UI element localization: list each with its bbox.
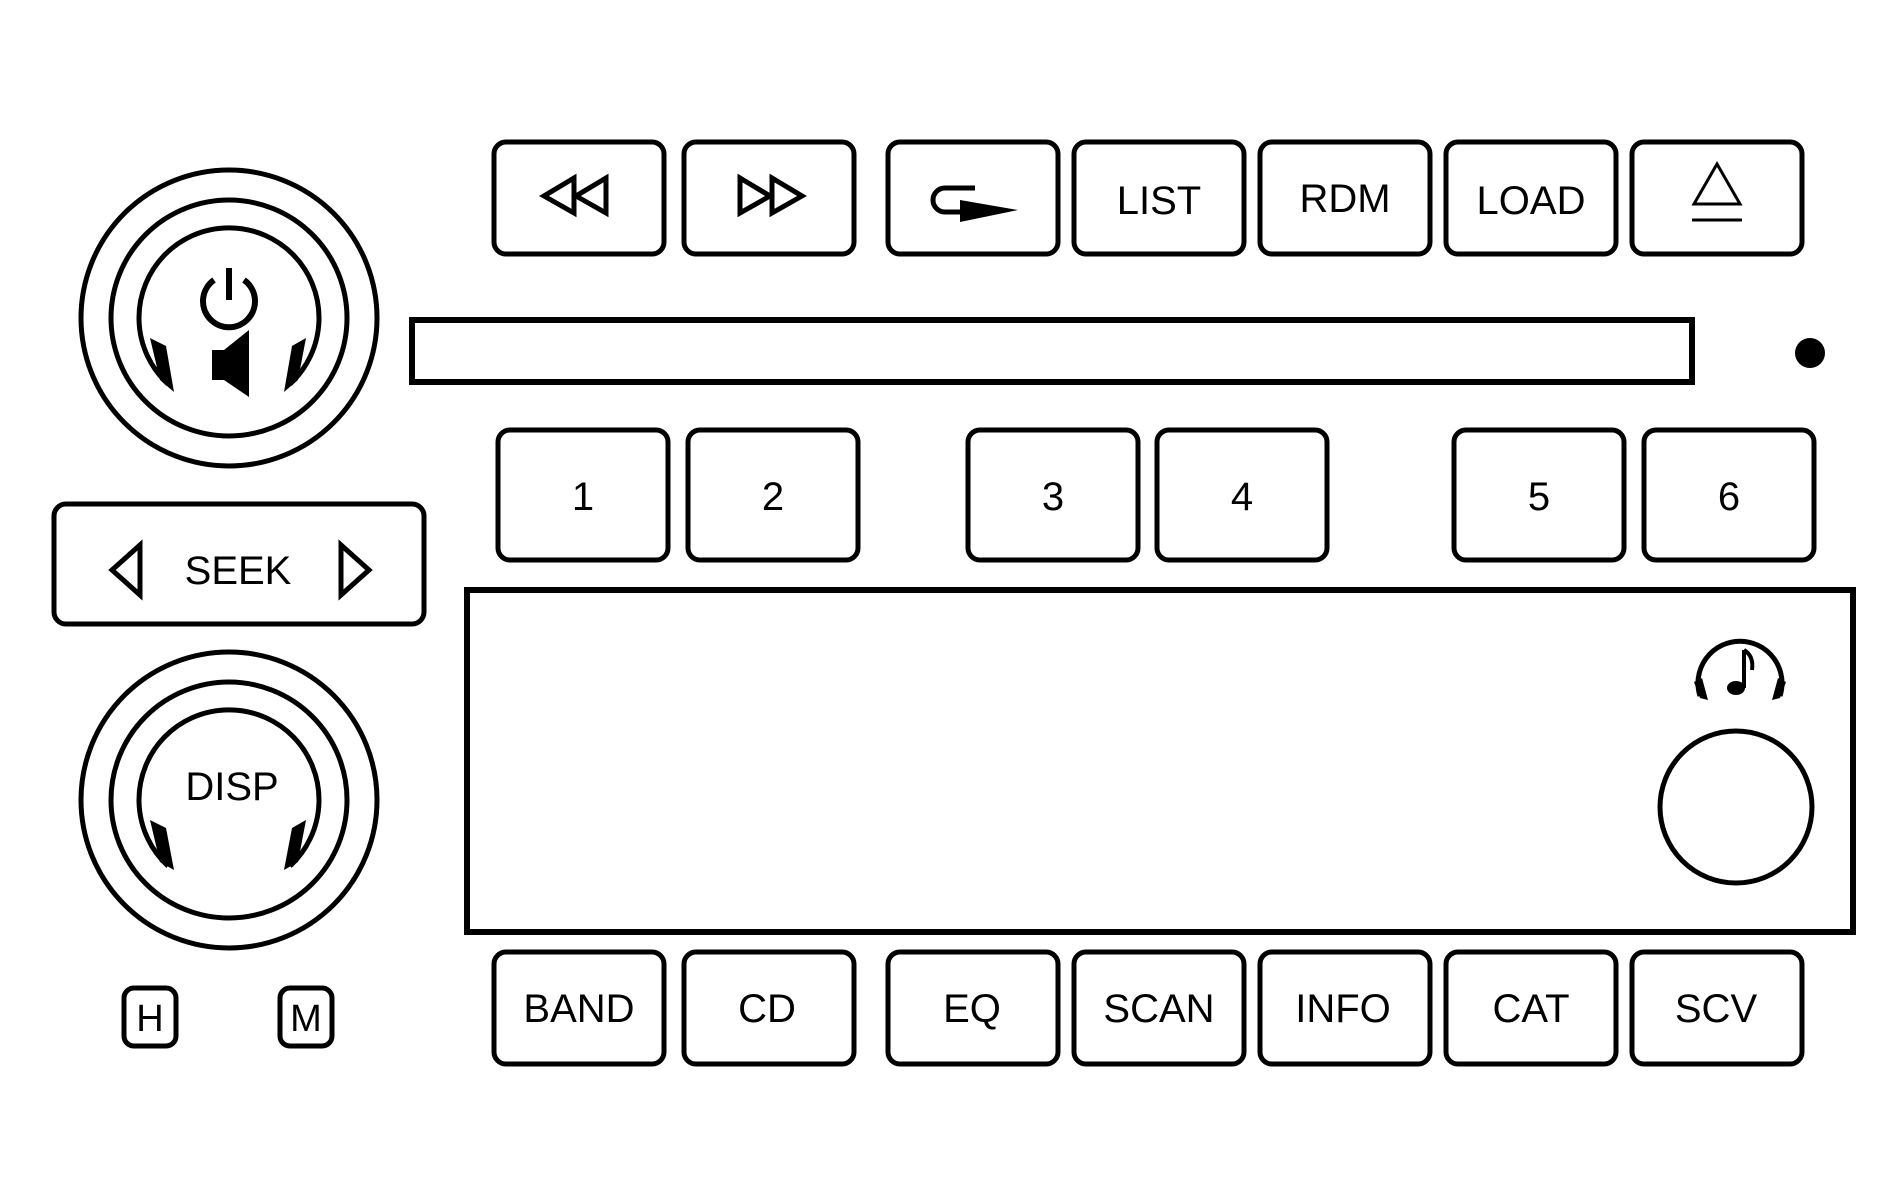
- info-button[interactable]: INFO: [1257, 949, 1433, 1067]
- svg-text:H: H: [136, 998, 163, 1040]
- preset-button-3[interactable]: 3: [965, 427, 1141, 563]
- cat-button[interactable]: CAT: [1443, 949, 1619, 1067]
- svg-text:LOAD: LOAD: [1477, 179, 1586, 223]
- rewind-button[interactable]: [491, 139, 667, 257]
- eject-icon: [1691, 160, 1743, 222]
- h-indicator: H: [121, 985, 179, 1049]
- disp-label: DISP: [185, 765, 278, 809]
- disp-left-arrow-icon: [150, 820, 174, 870]
- seek-back-icon: [108, 539, 143, 601]
- svg-text:SCAN: SCAN: [1103, 987, 1214, 1031]
- svg-text:INFO: INFO: [1295, 987, 1391, 1031]
- repeat-play-button[interactable]: [885, 139, 1061, 257]
- eq-button[interactable]: EQ: [885, 949, 1061, 1067]
- preset-button-1[interactable]: 1: [495, 427, 671, 563]
- svg-text:CD: CD: [738, 987, 796, 1031]
- svg-text:EQ: EQ: [943, 987, 1001, 1031]
- preset-button-2[interactable]: 2: [685, 427, 861, 563]
- knob-right-arrow-icon: [284, 338, 306, 392]
- svg-text:6: 6: [1718, 475, 1740, 519]
- rewind-icon: [539, 173, 609, 218]
- cd-slot[interactable]: [409, 317, 1695, 385]
- preset-button-4[interactable]: 4: [1154, 427, 1330, 563]
- svg-text:5: 5: [1528, 475, 1550, 519]
- seek-rocker[interactable]: SEEK: [51, 501, 427, 627]
- seek-label: SEEK: [185, 549, 292, 593]
- svg-text:2: 2: [762, 475, 784, 519]
- knob-left-arrow-icon: [150, 338, 174, 392]
- fast-forward-icon: [737, 173, 807, 218]
- m-indicator: M: [277, 985, 335, 1049]
- svg-text:LIST: LIST: [1117, 179, 1201, 223]
- load-button[interactable]: LOAD: [1443, 139, 1619, 257]
- display-knob[interactable]: DISP: [78, 649, 380, 951]
- svg-text:3: 3: [1042, 475, 1064, 519]
- scan-button[interactable]: SCAN: [1071, 949, 1247, 1067]
- svg-text:M: M: [290, 998, 322, 1040]
- speaker-icon: [212, 330, 249, 397]
- svg-text:4: 4: [1231, 475, 1253, 519]
- seek-forward-icon: [338, 539, 373, 601]
- rdm-button[interactable]: RDM: [1257, 139, 1433, 257]
- preset-button-5[interactable]: 5: [1451, 427, 1627, 563]
- music-note-icon: [1694, 638, 1786, 700]
- svg-text:SCV: SCV: [1675, 987, 1758, 1031]
- svg-text:RDM: RDM: [1299, 177, 1390, 221]
- power-volume-knob[interactable]: [78, 167, 380, 469]
- list-button[interactable]: LIST: [1071, 139, 1247, 257]
- svg-text:BAND: BAND: [523, 987, 634, 1031]
- repeat-play-icon: [930, 185, 1018, 222]
- fast-forward-button[interactable]: [681, 139, 857, 257]
- disp-right-arrow-icon: [284, 820, 306, 870]
- display-window: [464, 587, 1856, 935]
- tone-knob[interactable]: [1657, 728, 1815, 886]
- power-icon: [200, 268, 258, 331]
- eject-button[interactable]: [1629, 139, 1805, 257]
- cd-button[interactable]: CD: [681, 949, 857, 1067]
- preset-button-6[interactable]: 6: [1641, 427, 1817, 563]
- svg-text:1: 1: [572, 475, 594, 519]
- svg-text:CAT: CAT: [1492, 987, 1569, 1031]
- scv-button[interactable]: SCV: [1629, 949, 1805, 1067]
- indicator-dot: [1795, 338, 1825, 368]
- tone-knob-group[interactable]: [1657, 638, 1815, 886]
- band-button[interactable]: BAND: [491, 949, 667, 1067]
